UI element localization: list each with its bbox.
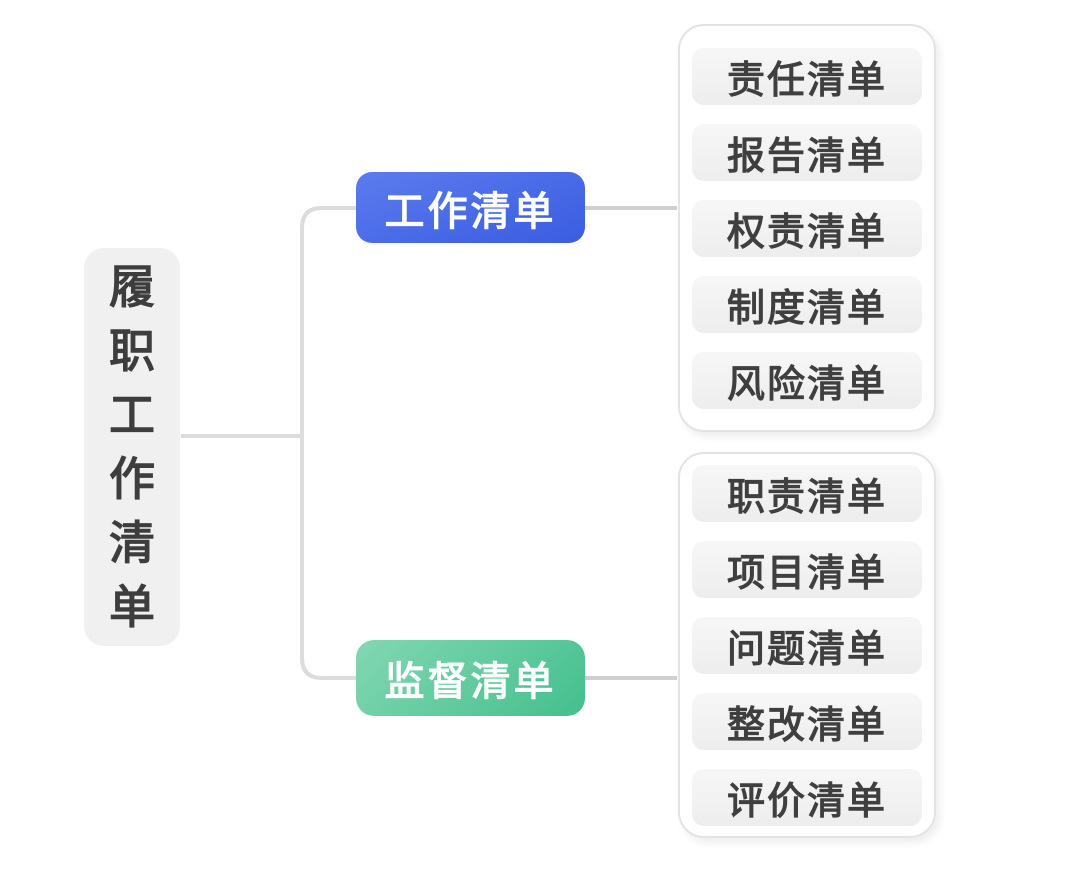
leaf-group-work: 责任清单 报告清单 权责清单 制度清单 风险清单 [678,24,936,432]
leaf-item: 职责清单 [692,464,922,522]
branch-work-label: 工作清单 [384,189,557,234]
connector-trunk [300,206,356,680]
leaf-item: 问题清单 [692,616,922,674]
leaf-item: 整改清单 [692,692,922,750]
branch-supervision-label: 监督清单 [384,660,557,704]
leaf-item: 制度清单 [692,275,922,333]
leaf-item: 评价清单 [692,768,922,826]
branch-node-supervision: 监督清单 [356,640,585,716]
leaf-item: 风险清单 [692,351,922,409]
leaf-group-supervision: 职责清单 项目清单 问题清单 整改清单 评价清单 [678,452,936,838]
leaf-item: 责任清单 [692,47,922,105]
leaf-item: 报告清单 [692,123,922,181]
leaf-item: 权责清单 [692,199,922,257]
branch-node-work: 工作清单 [356,172,585,243]
leaf-item: 项目清单 [692,540,922,598]
root-node-label: 履职工作清单 [109,261,155,633]
root-node: 履职工作清单 [84,248,180,646]
